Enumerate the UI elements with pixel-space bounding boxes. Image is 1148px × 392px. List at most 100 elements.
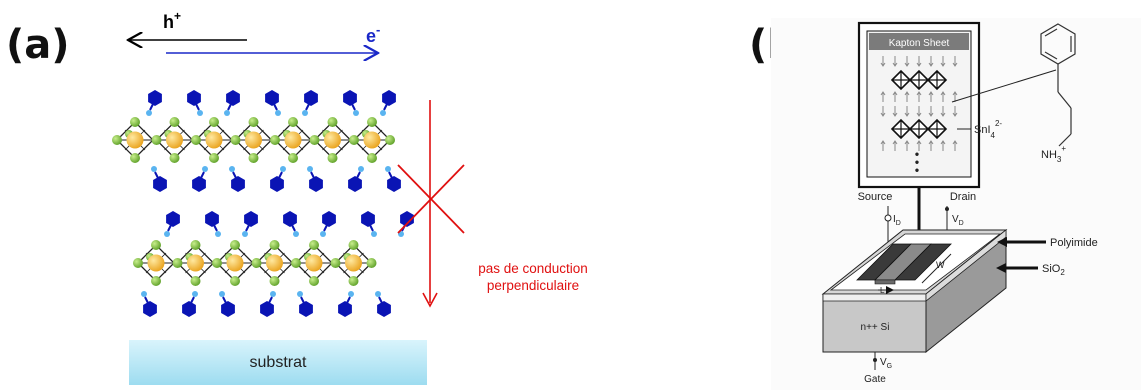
organic-cation [382,90,396,106]
halide-atom [172,258,183,268]
ammonium-group [348,291,354,297]
continuation-dots-3: • [915,163,919,177]
organic-cation [348,176,362,192]
organic-cation [299,301,313,317]
metal-atom [245,131,262,149]
organic-cation [270,176,284,192]
ammonium-group [293,231,299,237]
phenethyl-callout-line [951,69,1057,103]
halide-atom [151,240,161,250]
halide-atom [309,135,320,145]
ammonium-group [141,291,147,297]
halide-atom [385,135,395,145]
drain-voltage-label: VD [952,214,964,227]
organic-cation [187,90,201,106]
organic-cation [148,90,162,106]
halide-atom [230,135,241,145]
halide-atom [367,117,377,127]
organic-cation [143,301,157,317]
halide-atom [327,153,338,163]
ammonium-group [192,291,198,297]
ammonium-group [151,166,157,172]
metal-atom [266,254,283,272]
transistor-diagram: Kapton Sheet • • • SnI42- NH3+ Source Dr… [771,18,1141,390]
panel-a-label: (a) [6,22,70,68]
halide-atom [151,276,161,286]
halide-atom [270,135,280,145]
polyimide-label: Polyimide [1050,237,1098,249]
halide-atom [190,276,201,286]
ammonium-group [202,166,208,172]
halide-atom [288,117,298,127]
organic-cation [205,211,219,227]
metal-atom [305,254,323,272]
metal-atom [205,131,223,149]
gate-voltage-label: VG [880,357,892,370]
continuation-dots-1: • [915,147,919,161]
ammonium-group [297,291,303,297]
halide-atom [112,135,122,145]
metal-atom [363,131,381,149]
ammonium-group [320,231,326,237]
halide-atom [191,135,201,145]
organic-cation [231,176,245,192]
silicon-substrate-label: n++ Si [861,322,890,333]
ammonium-group [353,110,359,116]
organic-cation [377,301,391,317]
ammonium-group [146,110,152,116]
metal-atom [226,254,244,272]
halide-atom [348,276,359,286]
no-perpendicular-conduction-line1: pas de conduction [478,261,588,276]
substrate-block [129,340,427,385]
halide-atom [291,258,301,268]
organic-cation [221,301,235,317]
metal-atom [147,254,165,272]
ammonium-group [270,291,276,297]
organic-cation [153,176,167,192]
ammonium-label: NH3+ [1041,144,1066,164]
organic-cation [166,211,180,227]
drain-label: Drain [950,191,976,203]
halide-atom [190,240,201,250]
ammonium-group [375,291,381,297]
organic-cation [322,211,336,227]
ammonium-group [197,110,203,116]
kapton-sheet-label: Kapton Sheet [889,38,950,49]
halide-atom [348,240,359,250]
drain-current-label: ID [893,214,901,227]
ammonium-group [224,110,230,116]
metal-atom [345,254,362,272]
ammonium-group [307,166,313,172]
ammonium-group [164,231,170,237]
halide-atom [309,240,319,250]
channel-width-marker [921,253,952,284]
ammonium-group [385,166,391,172]
halide-atom [248,117,259,127]
transistor-device [821,228,1008,354]
halide-atom [230,276,240,286]
electrons-label: e- [366,22,380,46]
substrate-label: substrat [250,354,307,371]
organic-cation [400,211,414,227]
organic-cation [260,301,274,317]
ammonium-group [275,110,281,116]
halide-atom [130,153,140,163]
organic-cation [309,176,323,192]
metal-atom [284,131,302,149]
metal-atom [166,131,183,149]
ammonium-group [302,110,308,116]
halide-atom [367,153,377,163]
source-current-meter [884,214,892,222]
ammonium-group [280,166,286,172]
halide-atom [251,258,262,268]
perovskite-layer-diagram: h+ e- pas de conduction perpendiculaire … [112,9,588,385]
phenethylammonium-molecule [1040,23,1076,147]
halide-atom [327,117,338,127]
organic-cation [387,176,401,192]
ammonium-group [219,291,225,297]
organic-cation [304,90,318,106]
organic-cation [265,90,279,106]
channel-width-label: W [936,260,945,270]
metal-atom [126,131,144,149]
continuation-dots-2: • [915,155,919,169]
